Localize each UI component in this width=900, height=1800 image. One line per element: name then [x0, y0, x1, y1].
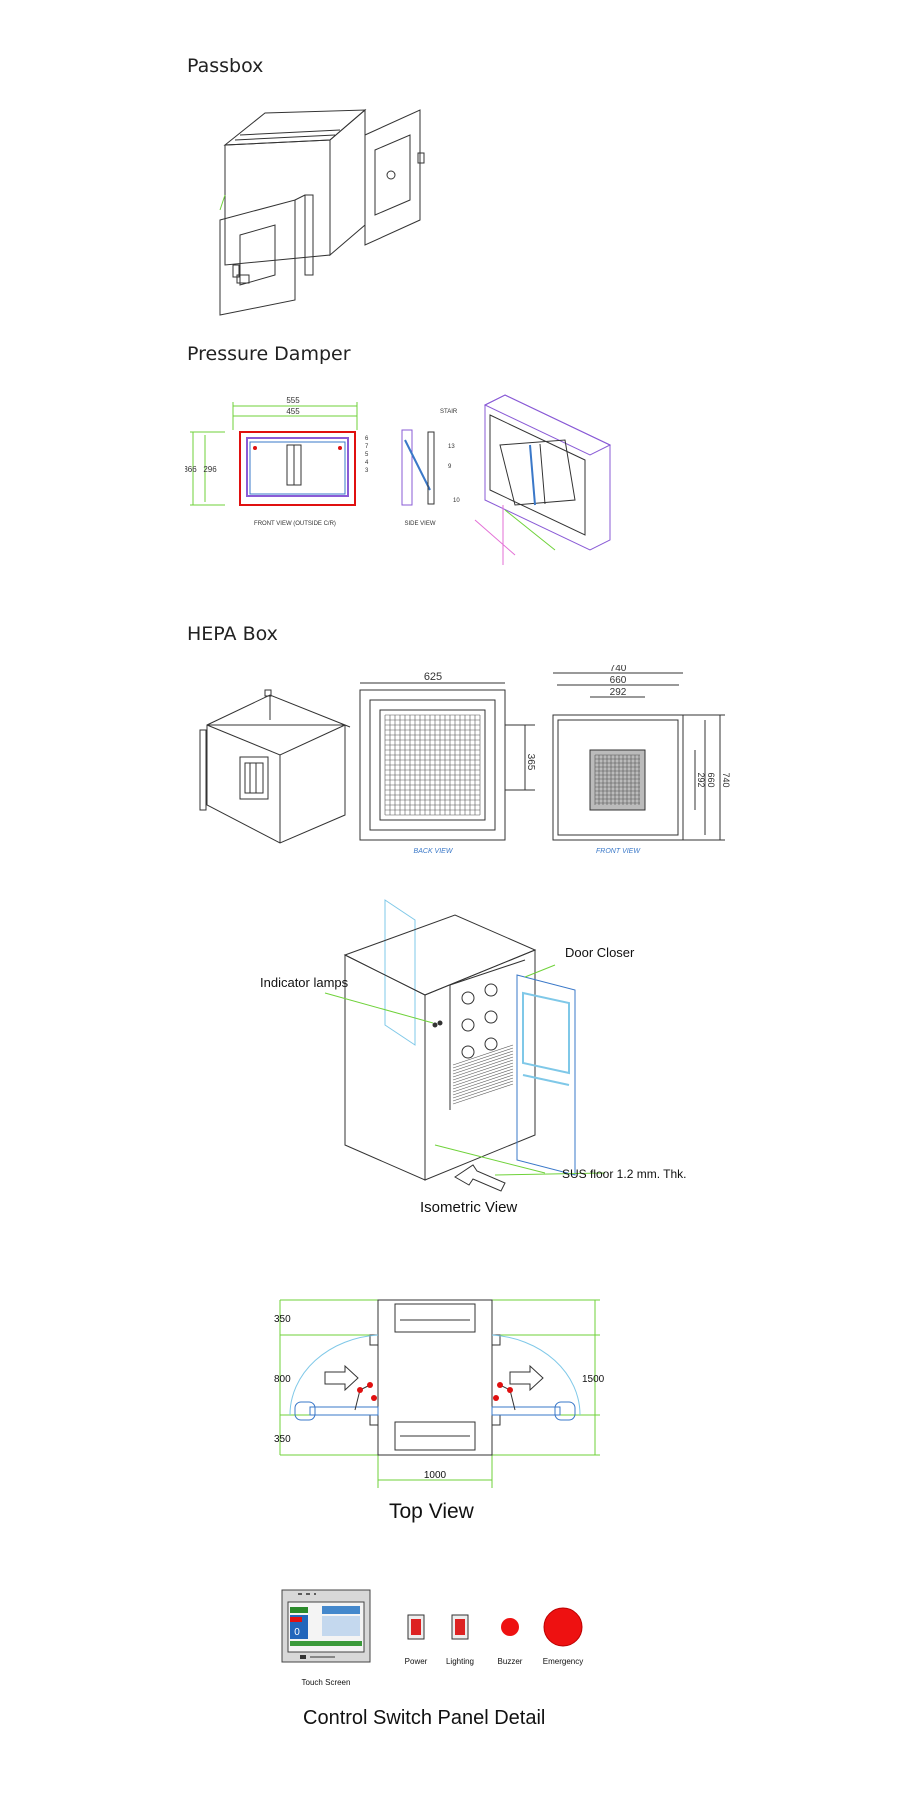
- damper-dim-inner-w: 455: [286, 407, 300, 416]
- touch-screen-value: 0: [294, 1627, 300, 1638]
- damper-stair-label: STAIR: [440, 409, 458, 415]
- damper-front-view-caption: FRONT VIEW (OUTSIDE C/R): [254, 521, 336, 527]
- top-dim-bottom: 350: [274, 1434, 291, 1445]
- lighting-label: Lighting: [446, 1657, 474, 1666]
- damper-side-right-num: 13: [448, 444, 455, 450]
- top-view-drawing: 350 800 350 1500 1000: [270, 1290, 610, 1505]
- damper-side-right-num: 9: [448, 464, 452, 470]
- damper-side-num: 5: [365, 452, 369, 458]
- emergency-label: Emergency: [543, 1657, 583, 1666]
- damper-side-right-num: 10: [453, 498, 460, 504]
- top-view-caption: Top View: [389, 1500, 474, 1523]
- hepa-box-drawing: 365 625 BACK VIEW 740 660 292 292 660 74…: [195, 665, 755, 860]
- control-panel-drawing: 0 Touch Screen Power Lighting Buzzer Eme…: [280, 1585, 600, 1695]
- top-dim-total: 1500: [582, 1374, 605, 1385]
- control-panel-caption: Control Switch Panel Detail: [303, 1707, 546, 1729]
- indicator-lamps-label: Indicator lamps: [260, 975, 349, 990]
- passbox-drawing: [215, 105, 445, 320]
- top-dim-width: 1000: [424, 1470, 447, 1481]
- sus-floor-label: SUS floor 1.2 mm. Thk.: [562, 1167, 686, 1181]
- damper-dim-outer-h: 366: [185, 465, 197, 474]
- hepa-front-w-inner: 292: [610, 687, 627, 698]
- hepa-front-w-mid: 660: [610, 675, 627, 686]
- damper-dim-inner-h: 296: [203, 465, 217, 474]
- hepa-back-width: 625: [424, 671, 442, 683]
- damper-side-num: 4: [365, 460, 369, 466]
- hepa-back-caption: BACK VIEW: [414, 848, 454, 855]
- power-label: Power: [405, 1657, 428, 1666]
- hepa-back-height: 365: [525, 754, 536, 771]
- damper-side-num: 6: [365, 436, 369, 442]
- damper-dim-outer-w: 555: [286, 396, 300, 405]
- hepa-front-w-outer: 740: [610, 665, 627, 674]
- damper-side-num: 3: [365, 468, 369, 474]
- top-dim-mid: 800: [274, 1374, 291, 1385]
- hepa-front-h-outer: 740: [721, 772, 731, 787]
- hepa-front-caption: FRONT VIEW: [596, 848, 641, 855]
- damper-side-num: 7: [365, 444, 369, 450]
- top-dim-top: 350: [274, 1314, 291, 1325]
- buzzer-label: Buzzer: [498, 1657, 523, 1666]
- door-closer-label: Door Closer: [565, 945, 635, 960]
- hepa-front-h-inner: 292: [696, 772, 706, 787]
- touch-screen-label: Touch Screen: [302, 1678, 351, 1687]
- isometric-drawing: Door Closer Indicator lamps SUS floor 1.…: [255, 895, 715, 1215]
- damper-side-view-caption: SIDE VIEW: [404, 521, 435, 527]
- pressure-damper-drawing: 555 455 366 296 FRONT VIEW (OUTSIDE C/R)…: [185, 390, 635, 565]
- passbox-title: Passbox: [187, 55, 264, 77]
- pressure-damper-title: Pressure Damper: [187, 343, 351, 365]
- hepa-box-title: HEPA Box: [187, 623, 278, 645]
- isometric-view-caption: Isometric View: [420, 1199, 518, 1216]
- hepa-front-h-mid: 660: [706, 772, 716, 787]
